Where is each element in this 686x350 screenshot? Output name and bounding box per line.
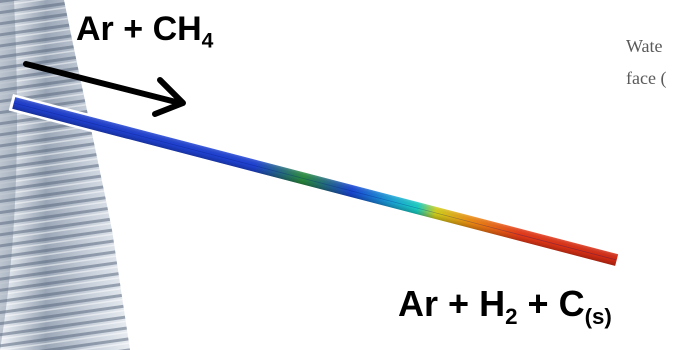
outlet-species-h: H [479, 283, 506, 324]
outlet-subscript-s: (s) [584, 303, 612, 329]
outlet-subscript-2: 2 [505, 303, 518, 329]
reactor-tube [8, 94, 622, 270]
outlet-species-ar: Ar [398, 283, 439, 324]
inlet-species-ar: Ar [76, 10, 114, 48]
outlet-species-c: C [558, 283, 585, 324]
inlet-subscript-4: 4 [201, 29, 214, 53]
background-photo [0, 0, 130, 350]
background-caption-line-1: Wate [626, 36, 663, 56]
outlet-plus-2: + [527, 283, 549, 324]
outlet-plus-1: + [448, 283, 470, 324]
outlet-species-label: Ar + H2 + C(s) [398, 283, 612, 328]
arrow-right-icon [23, 61, 186, 117]
background-caption-line-2: face ( [626, 68, 667, 88]
inlet-species-ch: CH [152, 10, 202, 48]
inlet-plus: + [123, 10, 144, 48]
inlet-species-label: Ar + CH4 [76, 10, 213, 51]
